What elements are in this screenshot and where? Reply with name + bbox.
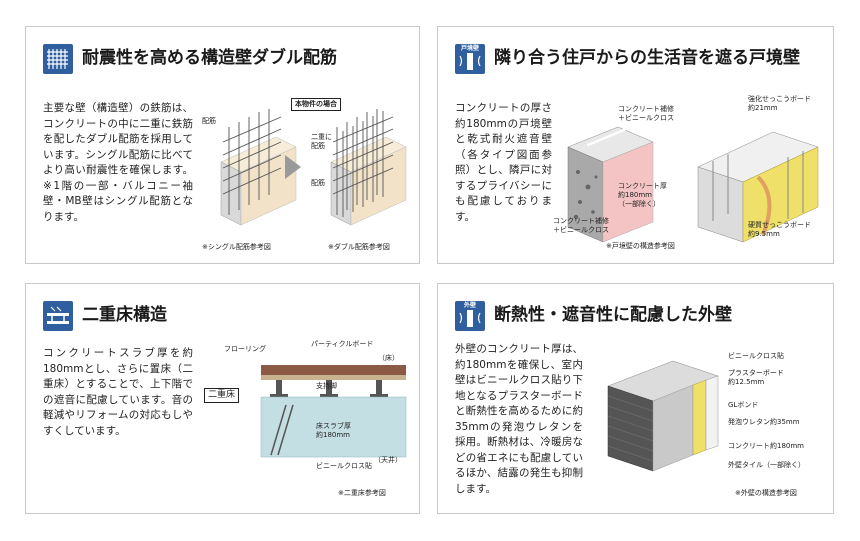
label-floor: （床） <box>378 354 399 362</box>
label-concrete-repair-top: コンクリート補修 ＋ビニールクロス <box>618 105 674 122</box>
label-rebar-2: 配筋 <box>311 179 325 187</box>
note-double-rebar: ※ダブル配筋参考図 <box>328 243 390 251</box>
label-vinyl-cloth: ビニールクロス貼 <box>316 462 372 470</box>
double-rebar-illustration <box>330 109 407 226</box>
panel-title: 隣り合う住戸からの生活音を遮る戸境壁 <box>494 48 800 68</box>
label-particle-board: パーティクルボード <box>311 340 374 348</box>
label-concrete-thickness: コンクリート厚 約180mm （一部除く） <box>618 182 667 208</box>
double-floor-icon <box>43 301 73 331</box>
panel-double-floor: 二重床構造 コンクリートスラブ厚を約180mmとし、さらに置床（二重床）とするこ… <box>25 283 420 514</box>
label-this-property: 本物件の場合 <box>291 98 341 111</box>
panel-title: 耐震性を高める構造壁ダブル配筋 <box>82 48 337 68</box>
note-single-rebar: ※シングル配筋参考図 <box>202 243 271 251</box>
exterior-wall-icon: 外壁 <box>455 301 485 331</box>
exterior-wall-illustration <box>607 360 719 472</box>
note-partition-wall: ※戸境壁の構造参考図 <box>606 242 675 250</box>
label-vinyl-cloth: ビニールクロス貼 <box>728 352 784 360</box>
label-rebar: 配筋 <box>202 117 216 125</box>
label-urethane: 発泡ウレタン約35mm <box>728 418 800 426</box>
rebar-grid-icon <box>43 44 73 74</box>
label-hard-board: 硬質せっこうボード 約9.5mm <box>748 221 811 238</box>
dry-wall-illustration <box>697 131 819 243</box>
label-slab: 床スラブ厚 約180mm <box>316 422 351 439</box>
partition-concrete-illustration <box>567 126 654 243</box>
panel-title: 断熱性・遮音性に配慮した外壁 <box>494 305 732 325</box>
panel-exterior-wall: 外壁 断熱性・遮音性に配慮した外壁 外壁のコンクリート厚は、約180mmを確保し… <box>437 283 834 514</box>
panel-partition-wall: 戸境壁 隣り合う住戸からの生活音を遮る戸境壁 コンクリートの厚さ約180mmの戸… <box>437 26 834 264</box>
label-tile: 外壁タイル（一部除く） <box>728 461 805 469</box>
note-exterior-wall: ※外壁の構造参考図 <box>735 489 797 497</box>
label-plaster-board: プラスターボード 約12.5mm <box>728 369 784 386</box>
note-double-floor: ※二重床参考図 <box>338 489 386 497</box>
label-flooring: フローリング <box>224 345 266 353</box>
double-floor-illustration <box>260 365 407 458</box>
panel-body: コンクリートスラブ厚を約180mmとし、さらに置床（二重床）とすることで、上下階… <box>43 347 193 437</box>
panel-body: コンクリートの厚さ約180mmの戸境壁と乾式耐火遮音壁（各タイプ図面参照）とし、… <box>455 102 552 223</box>
panel-title: 二重床構造 <box>82 305 167 325</box>
partition-wall-icon: 戸境壁 <box>455 44 485 74</box>
label-reinforced-board: 強化せっこうボード 約21mm <box>748 95 811 112</box>
label-double-floor: 二重床 <box>204 388 240 403</box>
panel-body: 外壁のコンクリート厚は、約180mmを確保し、室内壁はビニールクロス貼り下地とな… <box>455 343 583 495</box>
label-concrete: コンクリート約180mm <box>728 442 804 450</box>
arrow-right-icon <box>285 155 301 179</box>
panel-body: 主要な壁（構造壁）の鉄筋は、コンクリートの中に二重に鉄筋を配したダブル配筋を採用… <box>43 102 193 223</box>
label-gl-bond: GLボンド <box>728 401 759 409</box>
single-rebar-illustration <box>220 109 297 226</box>
label-support-leg: 支持脚 <box>316 382 337 390</box>
label-ceiling: （天井） <box>374 456 402 464</box>
panel-double-rebar: 耐震性を高める構造壁ダブル配筋 主要な壁（構造壁）の鉄筋は、コンクリートの中に二… <box>25 26 420 264</box>
label-double-rebar: 二重に 配筋 <box>311 133 332 150</box>
label-concrete-repair-bottom: コンクリート補修 ＋ビニールクロス <box>553 217 609 234</box>
